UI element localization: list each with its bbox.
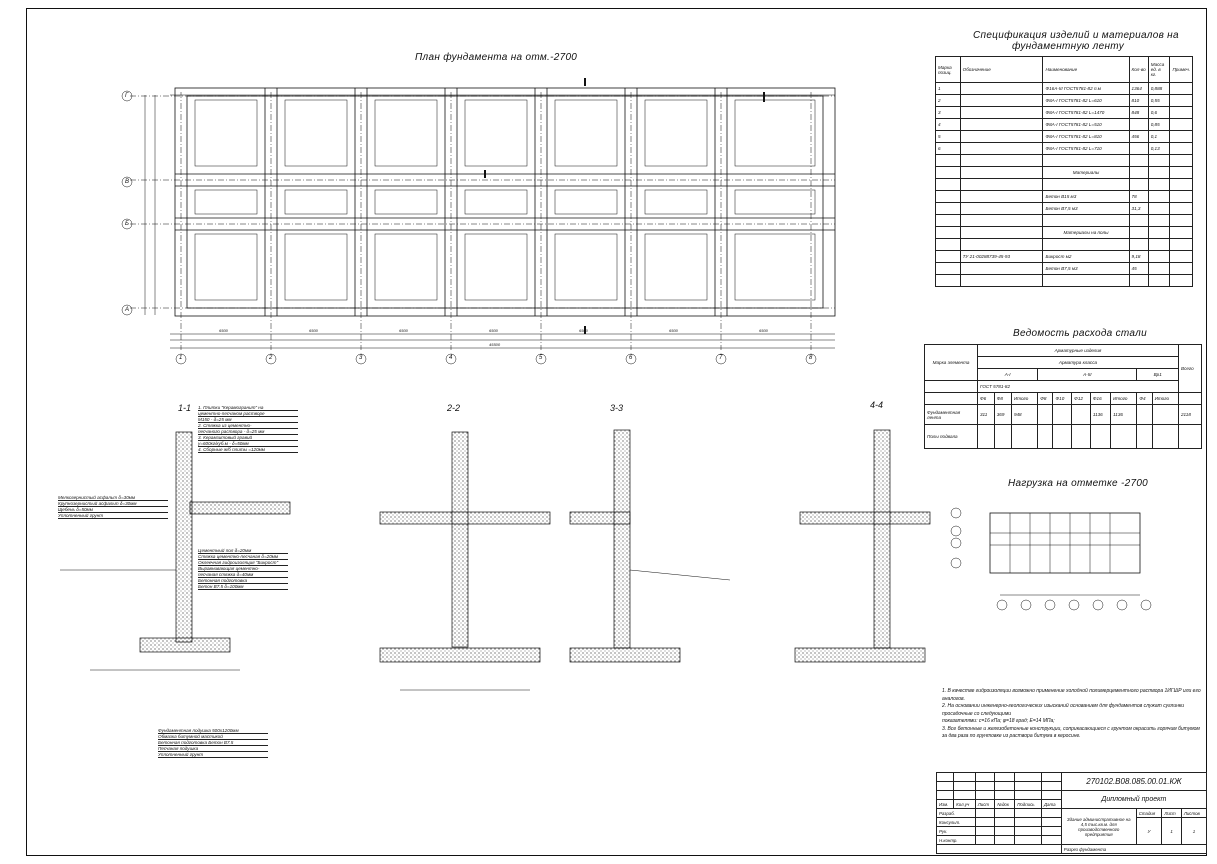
floor-header: Материалы на полы	[1042, 226, 1130, 239]
axis-number-2: 2	[269, 355, 273, 361]
plan-axis-numbers	[175, 353, 817, 365]
axis-letter-g: Г	[125, 93, 129, 99]
axis-number-8: 8	[809, 355, 813, 361]
sheet-footer: Разрез фундамента	[1060, 844, 1208, 854]
section-1-label: 1-1	[178, 403, 192, 413]
spec-h-mark: Марка позиц.	[935, 56, 961, 83]
steel-title: Ведомость расхода стали	[1013, 328, 1147, 339]
spec-title: Спецификация изделий и материалов на фун…	[973, 30, 1179, 52]
section-1-mid-notes: Цементный пол δ=20мм Стяжка цементно-пес…	[198, 548, 288, 590]
axis-number-3: 3	[359, 355, 363, 361]
spec-title-line1: Спецификация изделий и материалов на	[973, 30, 1179, 41]
foundation-plan	[130, 78, 836, 350]
axis-letter-v: В	[125, 179, 130, 185]
span-dim-5: 6500	[579, 328, 588, 333]
span-dim-2: 6500	[309, 328, 318, 333]
spec-h-name: Наименование	[1042, 56, 1130, 83]
section-drawings	[60, 429, 931, 691]
axis-number-6: 6	[629, 355, 633, 361]
span-dim-4: 6500	[489, 328, 498, 333]
table-row: Полы подвала	[924, 424, 1202, 449]
axis-letter-a: А	[125, 307, 130, 313]
section-3-label: 3-3	[610, 403, 624, 413]
steel-table: Марка элемента Арматурные изделия Всего …	[924, 344, 1202, 449]
title-block: 270102.B08.085.00.01.КЖ Дипломный проект…	[935, 772, 1208, 854]
load-title: Нагрузка на отметке -2700	[1008, 478, 1149, 489]
doc-code: 270102.B08.085.00.01.КЖ	[1060, 772, 1208, 791]
materials-header: Материалы	[1042, 166, 1130, 179]
spec-table: Марка позиц. Обозначение Наименование Ко…	[935, 56, 1193, 287]
section-2-label: 2-2	[447, 403, 461, 413]
section-1-left-notes: Мелкозернистый асфальт δ=30мм Крупнозерн…	[58, 495, 168, 519]
steel-mark-header: Марка элемента	[924, 344, 978, 381]
axis-number-1: 1	[179, 355, 183, 361]
axis-number-7: 7	[719, 355, 723, 361]
spec-h-desig: Обозначение	[959, 56, 1044, 83]
spec-h-mass: Масса ед. в кг.	[1147, 56, 1171, 83]
span-dim-6: 6500	[669, 328, 678, 333]
project-desc: Здание административное на 4,5 тыс.кв.м.…	[1060, 808, 1137, 845]
spec-title-line2: фундаментную ленту	[1012, 41, 1124, 52]
plan-axis-letters	[121, 90, 133, 316]
axis-number-5: 5	[539, 355, 543, 361]
spec-h-note: Примеч.	[1169, 56, 1193, 83]
drawing-sheet	[26, 8, 1207, 856]
span-dim-3: 6500	[399, 328, 408, 333]
spec-h-qty: Кол-во	[1128, 56, 1149, 83]
span-dim-1: 6500	[219, 328, 228, 333]
plan-title: План фундамента на отм.-2700	[415, 52, 578, 63]
section-1-bottom-notes: Фундаментная подушка 500х1200мм Обмазка …	[158, 728, 268, 758]
general-notes: 1. В качестве гидроизоляции возможно при…	[942, 688, 1201, 739]
section-4-label: 4-4	[870, 400, 884, 410]
project-type: Дипломный проект	[1060, 790, 1208, 809]
section-1-legend: 1. Плитки "Керамогранит" на цементно-пес…	[198, 405, 298, 453]
total-dim: 45500	[489, 342, 501, 347]
span-dim-7: 6500	[759, 328, 768, 333]
axis-letter-b: Б	[125, 221, 129, 227]
load-diagram	[950, 507, 1152, 611]
axis-number-4: 4	[449, 355, 453, 361]
